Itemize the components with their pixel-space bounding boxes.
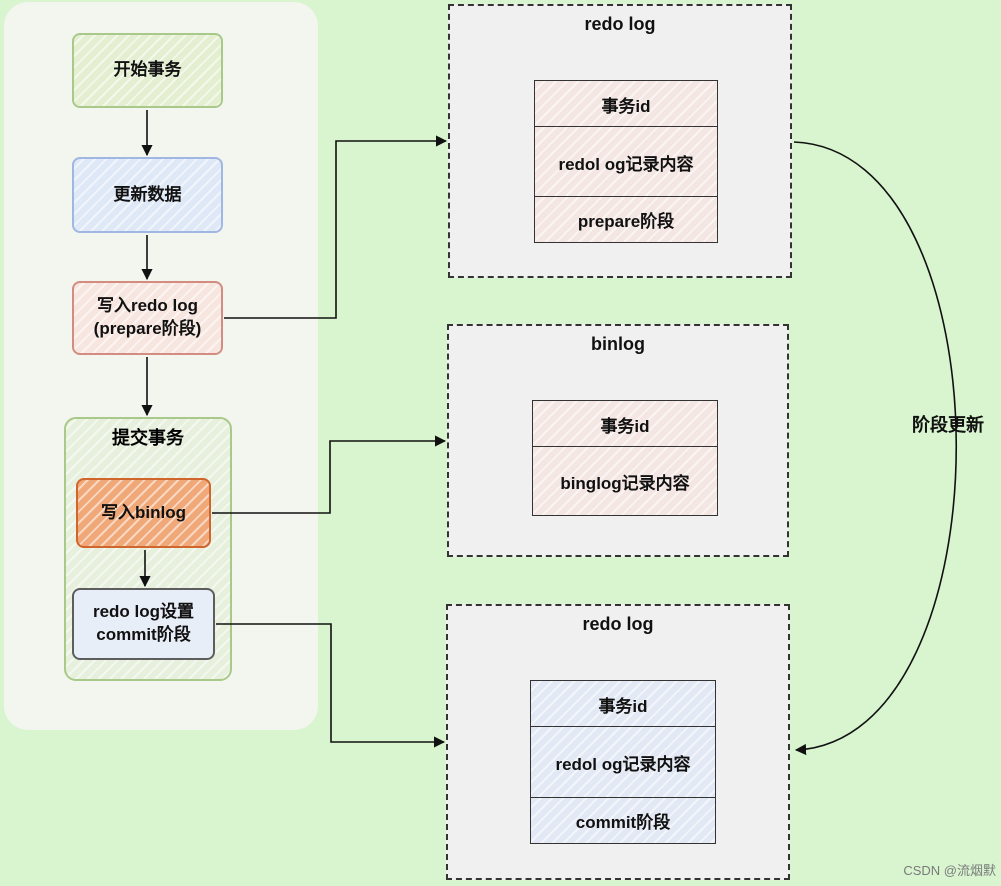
- binlog-title: binlog: [591, 334, 645, 354]
- redo-log-commit-title: redo log: [582, 614, 654, 634]
- set-commit-phase-label: commit阶段: [96, 625, 191, 644]
- update-data-node[interactable]: 更新数据: [72, 157, 223, 233]
- start-transaction-node[interactable]: 开始事务: [72, 33, 223, 108]
- arrow-binlog-to-binlog-box: [212, 435, 447, 514]
- redo-prepare-row-phase: prepare阶段: [534, 196, 718, 243]
- set-commit-label: redo log设置: [92, 602, 195, 622]
- write-binlog-label: 写入binlog: [101, 502, 186, 522]
- commit-transaction-title: 提交事务: [112, 428, 184, 448]
- arrow-setcommit-to-commit-log: [216, 623, 446, 748]
- arrow-redo-to-prepare-log: [224, 135, 448, 319]
- update-data-label: 更新数据: [113, 184, 182, 204]
- redo-log-prepare-title: redo log: [584, 14, 656, 34]
- redo-prepare-row-content: redol og记录内容: [534, 126, 718, 198]
- binlog-row-content: binglog记录内容: [532, 446, 718, 516]
- watermark: CSDN @流烟默: [903, 863, 996, 878]
- write-redo-log-phase-label: (prepare阶段): [93, 319, 202, 338]
- start-transaction-label: 开始事务: [113, 60, 182, 80]
- redo-commit-row-txid: 事务id: [530, 680, 716, 728]
- redo-commit-row-phase: commit阶段: [530, 797, 716, 844]
- write-redo-log-label: 写入redo log: [96, 296, 199, 316]
- set-commit-node[interactable]: redo log设置 commit阶段: [72, 588, 215, 660]
- arrow-phase-update-arc: [793, 141, 958, 756]
- redo-commit-row-content: redol og记录内容: [530, 726, 716, 799]
- phase-update-label: 阶段更新: [912, 415, 984, 435]
- write-redo-log-node[interactable]: 写入redo log (prepare阶段): [72, 281, 223, 355]
- write-binlog-node[interactable]: 写入binlog: [76, 478, 211, 548]
